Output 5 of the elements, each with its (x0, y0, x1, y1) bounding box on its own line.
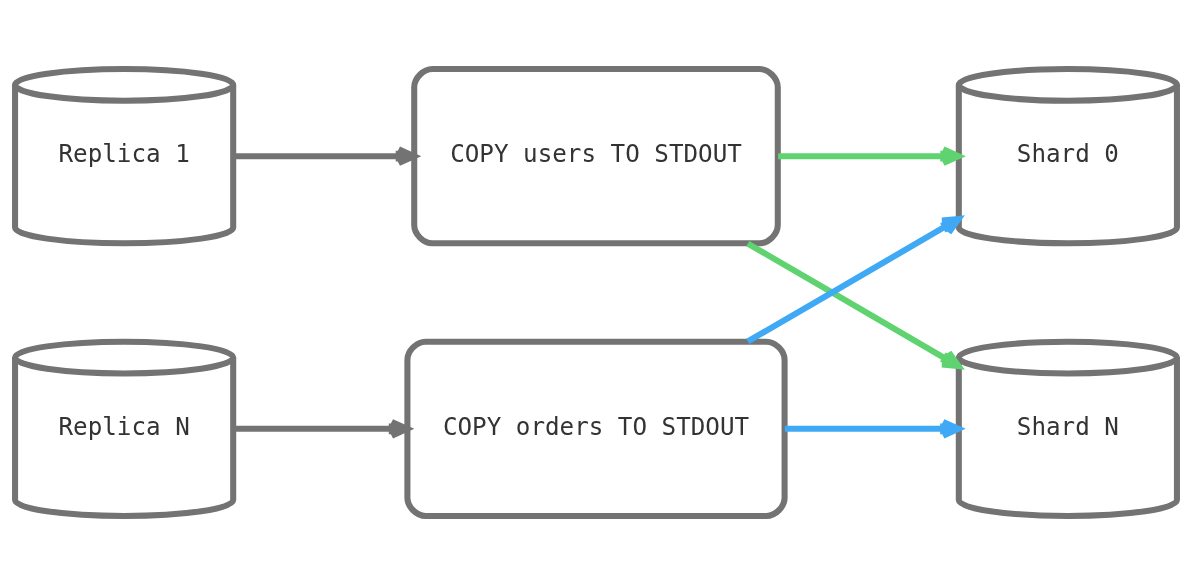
node-box: COPY users TO STDOUT (411, 65, 781, 246)
arrow (746, 240, 962, 369)
arrow (746, 215, 962, 344)
arrow (233, 145, 418, 166)
node-box: COPY orders TO STDOUT (404, 338, 788, 519)
